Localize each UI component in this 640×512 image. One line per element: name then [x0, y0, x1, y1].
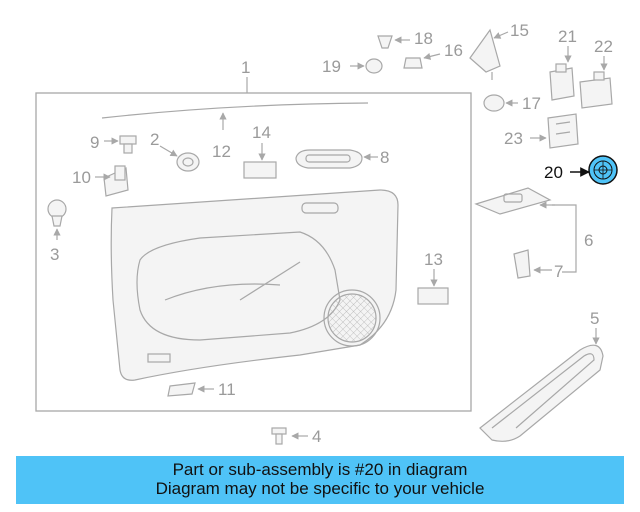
part-5-lower-trim	[479, 344, 604, 442]
callout-3: 3	[50, 245, 59, 264]
part-15-mirror-trim	[469, 28, 501, 80]
part-23-switch	[547, 113, 579, 149]
part-16-clip	[403, 57, 423, 69]
callout-18: 18	[414, 29, 433, 48]
part-18-clip	[377, 35, 393, 49]
part-9-clip	[119, 135, 137, 154]
part-11-cap	[167, 382, 196, 397]
part-13-clip	[417, 287, 449, 305]
part-12-weatherstrip	[101, 102, 369, 119]
part-7-bracket	[513, 249, 531, 279]
part-21-switch	[549, 63, 575, 101]
part-20-highlighted[interactable]	[588, 155, 618, 185]
callout-4: 4	[312, 427, 321, 446]
callout-23: 23	[504, 129, 523, 148]
callout-9: 9	[90, 133, 99, 152]
callout-19: 19	[322, 57, 341, 76]
part-10-bracket	[103, 165, 129, 197]
callout-7: 7	[554, 262, 563, 281]
banner-line-2: Diagram may not be specific to your vehi…	[155, 479, 485, 498]
part-19-clip	[365, 58, 383, 74]
callout-20: 20	[544, 163, 563, 182]
banner-line-1: Part or sub-assembly is #20 in diagram	[172, 460, 468, 479]
callout-8: 8	[380, 148, 389, 167]
info-banner: Part or sub-assembly is #20 in diagram D…	[16, 456, 624, 504]
callout-11: 11	[218, 380, 236, 399]
part-4-screw	[271, 427, 287, 445]
callout-12: 12	[212, 142, 231, 161]
callout-10: 10	[72, 168, 91, 187]
callout-6: 6	[584, 231, 593, 250]
callout-15: 15	[510, 21, 529, 40]
part-17-nut	[483, 94, 505, 112]
parts-diagram: 12 1 9 2 10 14 8 3 13 11	[35, 21, 618, 446]
door-trim-panel	[110, 189, 399, 381]
callout-22: 22	[594, 37, 613, 56]
part-8-inner-handle	[295, 149, 363, 169]
callout-13: 13	[424, 250, 443, 269]
part-3-grommet	[47, 199, 67, 227]
part-14-clip	[243, 161, 277, 179]
callout-14: 14	[252, 123, 271, 142]
door-panel-frame	[35, 92, 472, 412]
callout-17: 17	[522, 94, 541, 113]
callout-2: 2	[150, 130, 159, 149]
callout-21: 21	[558, 27, 577, 46]
callout-1: 1	[241, 58, 250, 77]
part-2-push-pin	[176, 152, 200, 172]
part-6-switch-bezel	[474, 187, 552, 215]
part-22-switch	[579, 71, 613, 109]
callout-16: 16	[444, 41, 463, 60]
callout-5: 5	[590, 309, 599, 328]
